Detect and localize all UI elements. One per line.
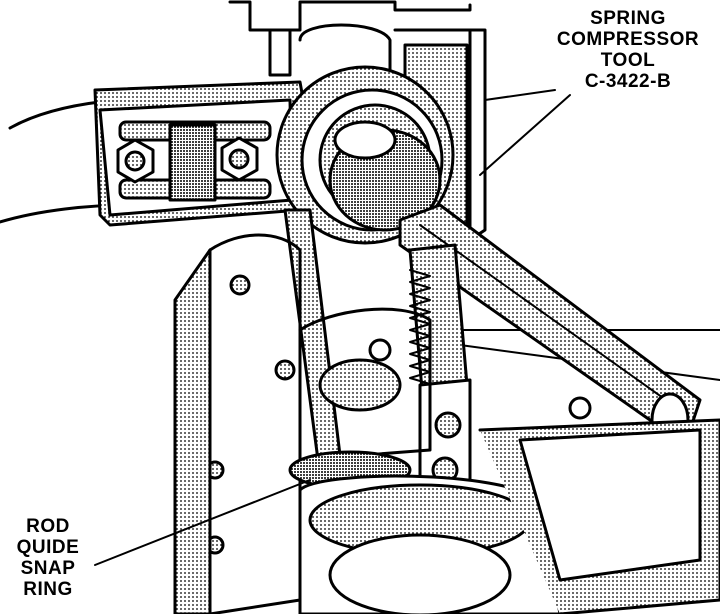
callout-tool-line-1: SPRING (590, 8, 666, 29)
housing-bore (318, 358, 402, 412)
linkage-bolt-top (434, 411, 462, 439)
leader-ring (94, 479, 311, 566)
lever-bar-highlight (419, 224, 681, 411)
callout-spring-compressor-tool: SPRING COMPRESSOR TOOL C-3422-B (536, 8, 720, 92)
rod-left (283, 208, 342, 462)
callout-tool-line-3: TOOL (600, 50, 656, 71)
upper-frame (228, 0, 472, 32)
right-flange-hole (568, 396, 592, 420)
housing-left (208, 233, 302, 614)
housing-hole-2 (274, 359, 296, 381)
callout-tool-line-2: COMPRESSOR (556, 29, 700, 50)
spring (409, 269, 431, 385)
bottom-cylinder-bore (328, 533, 512, 614)
tool-right-plate (393, 28, 487, 242)
leader-tool-1 (484, 89, 556, 101)
leader-tool-2 (479, 94, 571, 176)
housing-small-bore (368, 338, 392, 362)
callout-ring-line-3: SNAP (20, 558, 76, 579)
tool-upper-stem (268, 28, 292, 77)
callout-ring-line-4: RING (23, 579, 73, 600)
nut-right-hole (228, 148, 250, 170)
callout-ring-line-1: ROD (26, 516, 70, 537)
right-flange-face (518, 428, 702, 582)
housing-hole-1 (229, 274, 251, 296)
housing-flange (173, 248, 212, 614)
callout-tool-line-4: C-3422-B (584, 71, 672, 92)
tool-upper-stem-2 (298, 23, 392, 72)
callout-ring-line-2: QUIDE (16, 537, 80, 558)
nut-left-hole (124, 150, 146, 172)
housing-center (298, 307, 432, 462)
compressor-plug-top (333, 120, 397, 160)
callout-rod-guide-snap-ring: ROD QUIDE SNAP RING (2, 516, 94, 600)
clamp-center-block (168, 123, 217, 202)
